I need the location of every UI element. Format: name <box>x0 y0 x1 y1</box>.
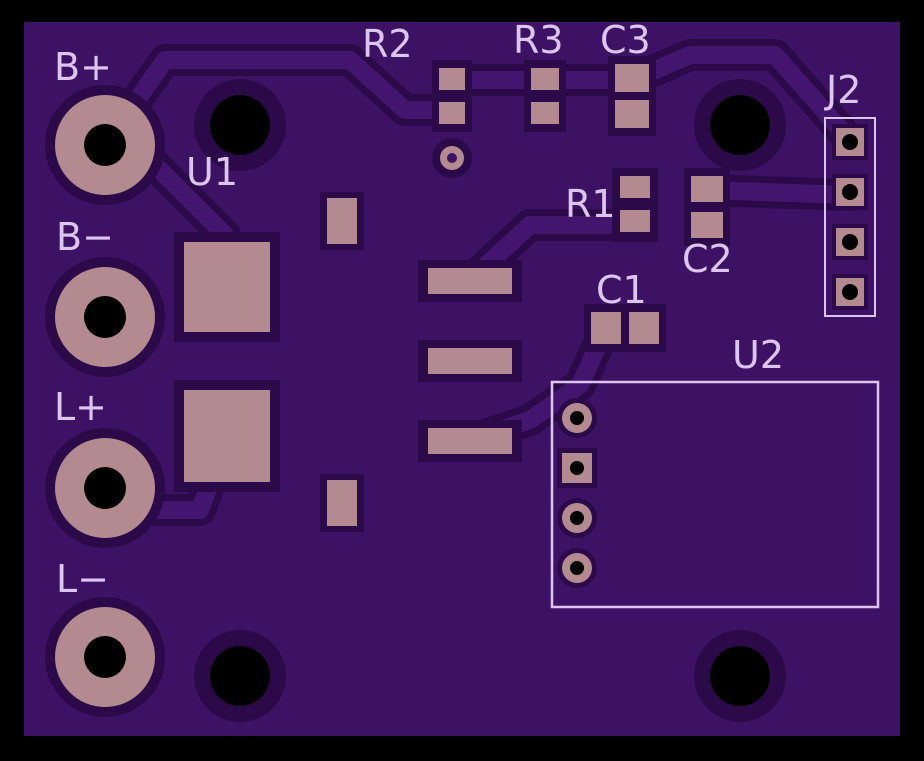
u1-pad-2 <box>184 390 270 482</box>
r1-pad-1 <box>620 176 650 198</box>
center-pad-2 <box>428 348 512 374</box>
c2-pad-1 <box>691 176 723 202</box>
label-c3: C3 <box>600 18 651 62</box>
c3-footprint <box>608 56 656 136</box>
label-r2: R2 <box>362 22 413 66</box>
label-u1: U1 <box>186 150 238 194</box>
c3-pad-2 <box>615 100 649 128</box>
c1-footprint <box>584 304 666 352</box>
u1-footprint <box>174 192 364 532</box>
r1-footprint <box>612 168 658 242</box>
c2-pad-2 <box>691 212 723 238</box>
c2-footprint <box>684 168 730 246</box>
silkscreen-labels: B+ B− L+ L− U1 R2 R3 C3 R1 C2 C1 U2 J2 <box>54 18 861 601</box>
c1-pad-1 <box>591 312 621 344</box>
r3-pad-2 <box>531 102 559 124</box>
center-ic-pads <box>418 260 522 462</box>
r3-footprint <box>524 60 566 132</box>
label-b-plus: B+ <box>54 45 112 89</box>
u2-module <box>550 380 880 609</box>
r1-pad-2 <box>620 210 650 232</box>
j2-outline <box>824 117 876 317</box>
label-l-plus: L+ <box>54 385 107 429</box>
u1-pad-1 <box>184 242 270 332</box>
center-pad-3 <box>428 428 512 454</box>
c1-pad-2 <box>629 312 659 344</box>
r2-footprint <box>432 60 472 132</box>
label-r1: R1 <box>565 182 616 226</box>
center-pad-1 <box>428 268 512 294</box>
r3-pad-1 <box>531 68 559 90</box>
u1-pad-3 <box>327 198 357 244</box>
label-r3: R3 <box>513 18 564 62</box>
mounting-holes <box>194 79 786 722</box>
terminal-pads <box>45 85 165 717</box>
label-b-minus: B− <box>56 215 114 259</box>
u1-pad-4 <box>327 480 357 526</box>
j2-header <box>824 117 876 317</box>
label-u2: U2 <box>732 333 784 377</box>
c3-pad-1 <box>615 64 649 92</box>
label-l-minus: L− <box>56 557 109 601</box>
r2-pad-1 <box>439 68 465 90</box>
u2-outline <box>550 380 880 609</box>
label-c1: C1 <box>596 268 647 312</box>
label-c2: C2 <box>682 237 733 281</box>
r2-pad-2 <box>439 102 465 124</box>
label-j2: J2 <box>824 68 861 112</box>
